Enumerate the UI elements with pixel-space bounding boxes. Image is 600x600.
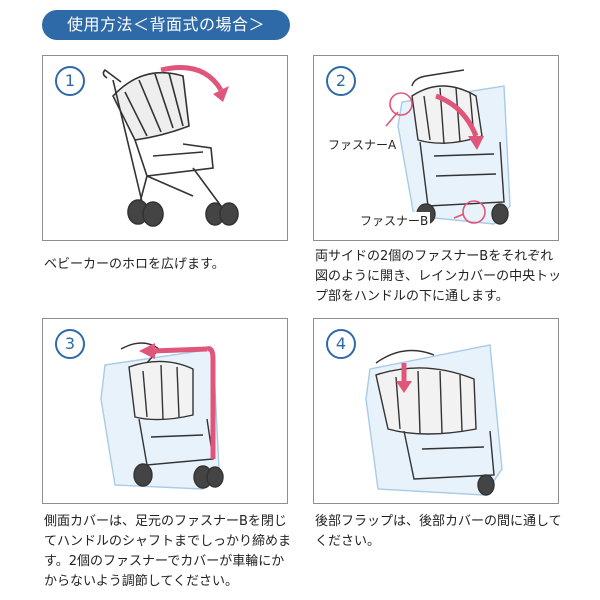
step-1-number: 1	[55, 66, 85, 96]
step-2-number: 2	[326, 66, 356, 96]
step-2-panel: 2	[313, 55, 559, 241]
stroller-rain-cover-fasteners-illustration	[385, 69, 511, 225]
step-4-panel: 4	[313, 318, 559, 504]
stroller-rear-flap-illustration	[365, 344, 503, 496]
stroller-open-canopy-illustration	[102, 65, 239, 227]
instructions-title: 使用方法＜背面式の場合＞	[42, 10, 290, 40]
step-3-number: 3	[55, 329, 85, 359]
step-2-caption: 両サイドの2個のファスナーBをそれぞれ図のように開き、レインカバーの中央トップ部…	[315, 249, 562, 304]
step-3-caption: 側面カバーは、足元のファスナーBを閉じてハンドルのシャフトまでしっかり締めます。…	[44, 514, 292, 589]
step-1-panel: 1	[42, 55, 288, 241]
step-4-number: 4	[326, 329, 356, 359]
step-3-panel: 3	[42, 318, 288, 504]
fastener-b-label: ファスナーB	[358, 212, 431, 229]
fastener-a-label: ファスナーA	[326, 136, 399, 153]
step-4-caption: 後部フラップは、後部カバーの間に通してください。	[315, 514, 562, 549]
step-1-caption: ベビーカーのホロを広げます。	[44, 257, 225, 272]
stroller-side-cover-illustration	[100, 342, 224, 490]
